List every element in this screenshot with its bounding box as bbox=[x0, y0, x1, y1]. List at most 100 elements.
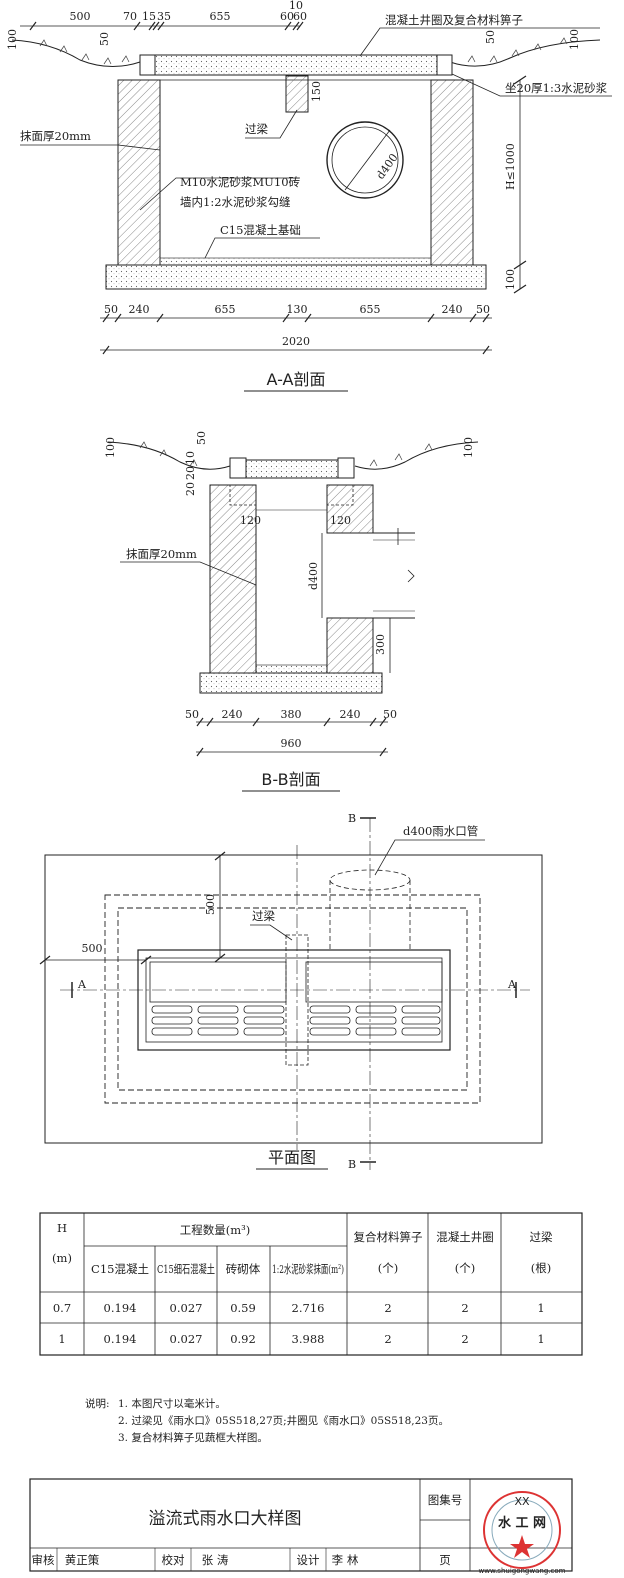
bb-wall-left bbox=[209, 484, 257, 674]
table-h-header: H bbox=[57, 1221, 67, 1235]
aa-dim-h: H≤1000 bbox=[504, 143, 517, 190]
bb-label-plaster: 抹面厚20mm bbox=[126, 547, 197, 561]
logo-text: 水 工 网 bbox=[498, 1515, 546, 1531]
aa-top-dim-7: 60 bbox=[293, 10, 307, 23]
aa-left-50: 50 bbox=[98, 32, 111, 46]
table-col-beam-unit: (根) bbox=[531, 1261, 551, 1275]
table-cell: 2 bbox=[461, 1301, 468, 1315]
section-aa: 500 70 15 35 655 60 60 10 100 50 50 100 … bbox=[6, 0, 612, 392]
notes: 说明: 1. 本图尺寸以毫米计。 2. 过梁见《雨水口》05S518,27页;井… bbox=[85, 1397, 449, 1444]
table-cell: 0.92 bbox=[230, 1332, 256, 1346]
bb-small-20b: 20 bbox=[184, 466, 197, 480]
aa-total: 2020 bbox=[282, 335, 310, 348]
bb-small-20a: 20 bbox=[184, 482, 197, 496]
bb-dim-120a: 120 bbox=[240, 514, 261, 527]
logo-url: www.shuigongwang.com bbox=[479, 1567, 566, 1575]
table-row-1: 0.7 0.194 0.027 0.59 2.716 2 2 1 bbox=[53, 1301, 545, 1315]
plan-dim-500-h: 500 bbox=[82, 942, 103, 955]
bb-dim-120b: 120 bbox=[330, 514, 351, 527]
note-item: 3. 复合材料箅子见蔬框大样图。 bbox=[118, 1431, 268, 1444]
grate-slots bbox=[151, 1005, 441, 1036]
plan-a-right: A bbox=[507, 978, 517, 991]
aa-label-grate: 混凝土井圈及复合材料箅子 bbox=[385, 13, 523, 27]
design-label: 设计 bbox=[297, 1553, 320, 1567]
table-cell: 0.027 bbox=[170, 1301, 203, 1315]
table-cell: 1 bbox=[58, 1332, 65, 1346]
bb-bottom-dim-3: 380 bbox=[281, 708, 302, 721]
aa-title: A-A剖面 bbox=[267, 370, 326, 389]
aa-label-plaster: 抹面厚20mm bbox=[20, 129, 91, 143]
table-col-ring: 混凝土井圈 bbox=[436, 1230, 494, 1244]
aa-dim-base-100: 100 bbox=[504, 269, 517, 290]
table-row-2: 1 0.194 0.027 0.92 3.988 2 2 1 bbox=[58, 1332, 544, 1346]
atlas-label: 图集号 bbox=[428, 1493, 463, 1507]
bb-wall-right-bottom bbox=[326, 617, 374, 674]
plan-b-top: B bbox=[348, 812, 356, 825]
table-col-plaster: 1:2水泥砂浆抹面(m²) bbox=[272, 1262, 344, 1276]
aa-bottom-dim-7: 50 bbox=[476, 303, 490, 316]
aa-bottom-dim-3: 655 bbox=[215, 303, 236, 316]
bb-base bbox=[199, 672, 383, 694]
check-name: 张 涛 bbox=[202, 1553, 229, 1567]
bb-slab bbox=[245, 459, 339, 479]
aa-label-base: C15混凝土基础 bbox=[220, 223, 301, 237]
aa-top-dim-8: 10 bbox=[289, 0, 303, 12]
note-item: 1. 本图尺寸以毫米计。 bbox=[118, 1397, 226, 1410]
plan-dashed bbox=[104, 894, 481, 1104]
title-block: 溢流式雨水口大样图 图集号 页 审核 黄正策 校对 张 涛 设计 李 林 XX … bbox=[29, 1478, 573, 1575]
aa-top-dim-4: 35 bbox=[157, 10, 171, 23]
bb-ring-right bbox=[337, 457, 355, 479]
aa-bottom-dim-2: 240 bbox=[129, 303, 150, 316]
bb-small-10: 10 bbox=[184, 451, 197, 465]
aa-top-dim-5: 655 bbox=[210, 10, 231, 23]
table-cell: 1 bbox=[537, 1332, 544, 1346]
design-name: 李 林 bbox=[332, 1553, 359, 1567]
bb-dim-d400: d400 bbox=[307, 562, 320, 590]
table-col-grate-unit: (个) bbox=[378, 1261, 398, 1275]
aa-label-wall1: M10水泥砂浆MU10砖 bbox=[180, 175, 301, 189]
quantity-table: H (m) 工程数量(m³) C15混凝土 C15细石混凝土 砖砌体 1:2水泥… bbox=[39, 1212, 583, 1356]
beam-aa bbox=[285, 75, 309, 113]
table-cell: 2 bbox=[461, 1332, 468, 1346]
bb-bottom-dim-5: 50 bbox=[383, 708, 397, 721]
pipe-circle bbox=[326, 121, 404, 199]
section-bb: d400 300 120 120 20 20 10 100 100 50 抹面厚… bbox=[104, 431, 479, 792]
aa-label-beam: 过梁 bbox=[245, 122, 268, 136]
aa-right-100: 100 bbox=[568, 29, 581, 50]
ground-right bbox=[449, 39, 601, 67]
aa-top-dim-1: 500 bbox=[70, 10, 91, 23]
review-name: 黄正策 bbox=[65, 1553, 100, 1567]
table-cell: 0.194 bbox=[104, 1301, 137, 1315]
table-cell: 0.7 bbox=[53, 1301, 71, 1315]
aa-label-wall2: 墙内1:2水泥砂浆勾缝 bbox=[180, 195, 291, 209]
aa-bottom-dim-6: 240 bbox=[442, 303, 463, 316]
ring-left bbox=[139, 54, 156, 76]
notes-prefix: 说明: bbox=[85, 1397, 110, 1410]
bb-bottom-dim-1: 50 bbox=[185, 708, 199, 721]
bb-ring-left bbox=[229, 457, 247, 479]
aa-right-50: 50 bbox=[484, 30, 497, 44]
plan-label-beam: 过梁 bbox=[252, 909, 275, 923]
bb-total: 960 bbox=[281, 737, 302, 750]
ground-left bbox=[11, 39, 141, 67]
aa-bottom-dim-4: 130 bbox=[287, 303, 308, 316]
plan-ring bbox=[137, 949, 451, 1051]
check-label: 校对 bbox=[162, 1553, 185, 1567]
bb-right-100: 100 bbox=[462, 437, 475, 458]
bb-bottom-dim-2: 240 bbox=[222, 708, 243, 721]
aa-left-100: 100 bbox=[6, 29, 19, 50]
watermark-logo: XX 水 工 网 www.shuigongwang.com bbox=[479, 1491, 566, 1575]
table-cell: 1 bbox=[537, 1301, 544, 1315]
aa-top-dim-2: 70 bbox=[123, 10, 137, 23]
aa-top-dim-3: 15 bbox=[142, 10, 156, 23]
bb-dim-50: 50 bbox=[195, 431, 208, 445]
table-col-brick: 砖砌体 bbox=[226, 1262, 261, 1276]
table-cell: 0.59 bbox=[230, 1301, 256, 1315]
table-cell: 0.194 bbox=[104, 1332, 137, 1346]
base-aa bbox=[105, 264, 487, 290]
bb-title: B-B剖面 bbox=[261, 770, 320, 789]
table-group-header: 工程数量(m³) bbox=[180, 1223, 251, 1237]
table-col-c15: C15混凝土 bbox=[91, 1262, 149, 1276]
plan-a-left: A bbox=[77, 978, 87, 991]
